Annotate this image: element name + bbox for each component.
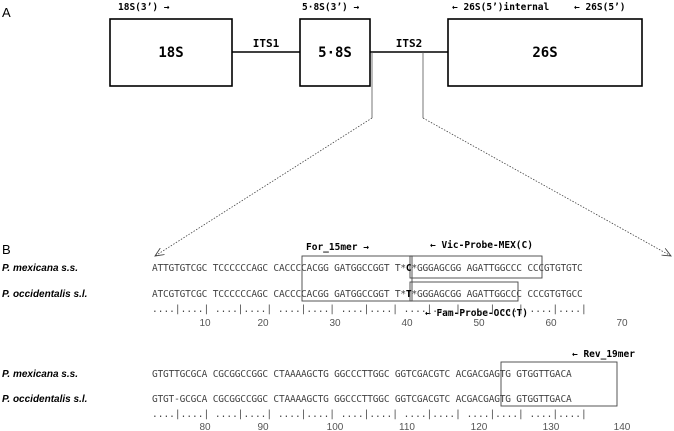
box-26s: [447, 18, 643, 87]
panel-a-letter: A: [2, 5, 11, 20]
snp-base: T: [406, 289, 412, 300]
panel-b-letter: B: [2, 242, 11, 257]
probe-vic-mex: ← Vic-Probe-MEX(C): [430, 240, 533, 251]
position-number: 10: [199, 318, 211, 329]
zoom-arrow-right: [422, 117, 671, 256]
fam-probe-box: [409, 281, 519, 302]
position-number: 90: [257, 422, 269, 431]
position-numbers: 80 90 100 110 120 130 140: [199, 422, 630, 431]
box-18s-label: 18S: [158, 45, 183, 61]
position-number: 30: [329, 318, 341, 329]
position-number: 40: [401, 318, 413, 329]
zoom-arrow-left: [155, 117, 373, 256]
species-mexicana: P. mexicana s.s.: [2, 369, 78, 380]
for15mer-box: [301, 255, 413, 302]
species-occidentalis: P. occidentalis s.l.: [2, 394, 87, 405]
box-58s-label: 5·8S: [318, 45, 352, 61]
sequence-row: ATTGTGTCGC TCCCCCCAGC CACCCCACGG GATGGCC…: [152, 263, 583, 274]
species-occidentalis: P. occidentalis s.l.: [2, 289, 87, 300]
vic-probe-box: [409, 255, 543, 279]
position-number: 110: [399, 422, 415, 431]
sequence-row: GTGT-GCGCA CGCGGCCGGC CTAAAAGCTG GGCCCTT…: [152, 394, 572, 405]
position-numbers: 10 20 30 40 50 60 70: [199, 318, 628, 329]
position-number: 120: [471, 422, 488, 431]
rev19mer-box: [500, 361, 618, 407]
position-ruler: ....|....| ....|....| ....|....| ....|..…: [152, 409, 587, 420]
box-26s-label: 26S: [532, 45, 557, 61]
box-58s: [299, 18, 371, 87]
position-number: 80: [199, 422, 211, 431]
primer-26s-5: ← 26S(5’): [574, 2, 625, 13]
sequence-row: GTGTTGCGCA CGCGGCCGGC CTAAAAGCTG GGCCCTT…: [152, 369, 572, 380]
species-mexicana: P. mexicana s.s.: [2, 263, 78, 274]
sequence-row: ATCGTGTCGC TCCCCCCAGC CACCCCACGG GATGGCC…: [152, 289, 583, 300]
box-18s: [109, 18, 233, 87]
position-number: 130: [543, 422, 560, 431]
position-number: 70: [616, 318, 628, 329]
position-number: 50: [473, 318, 485, 329]
primer-26s-5-internal: ← 26S(5’)internal: [452, 2, 550, 13]
position-ruler: ....|....| ....|....| ....|....| ....|..…: [152, 304, 587, 315]
primer-rev19mer: ← Rev_19mer: [572, 349, 635, 360]
primer-58s-3: 5·8S(3’) →: [302, 2, 359, 13]
position-number: 20: [257, 318, 269, 329]
position-number: 140: [614, 422, 631, 431]
position-number: 60: [545, 318, 557, 329]
probe-fam-occ: ← Fam-Probe-OCC(T): [425, 308, 528, 319]
its2-label: ITS2: [396, 37, 423, 50]
position-number: 100: [327, 422, 344, 431]
primer-for15mer: For_15mer →: [306, 242, 369, 253]
its1-label: ITS1: [253, 37, 280, 50]
primer-18s-3: 18S(3’) →: [118, 2, 170, 13]
snp-base: C: [406, 263, 412, 274]
